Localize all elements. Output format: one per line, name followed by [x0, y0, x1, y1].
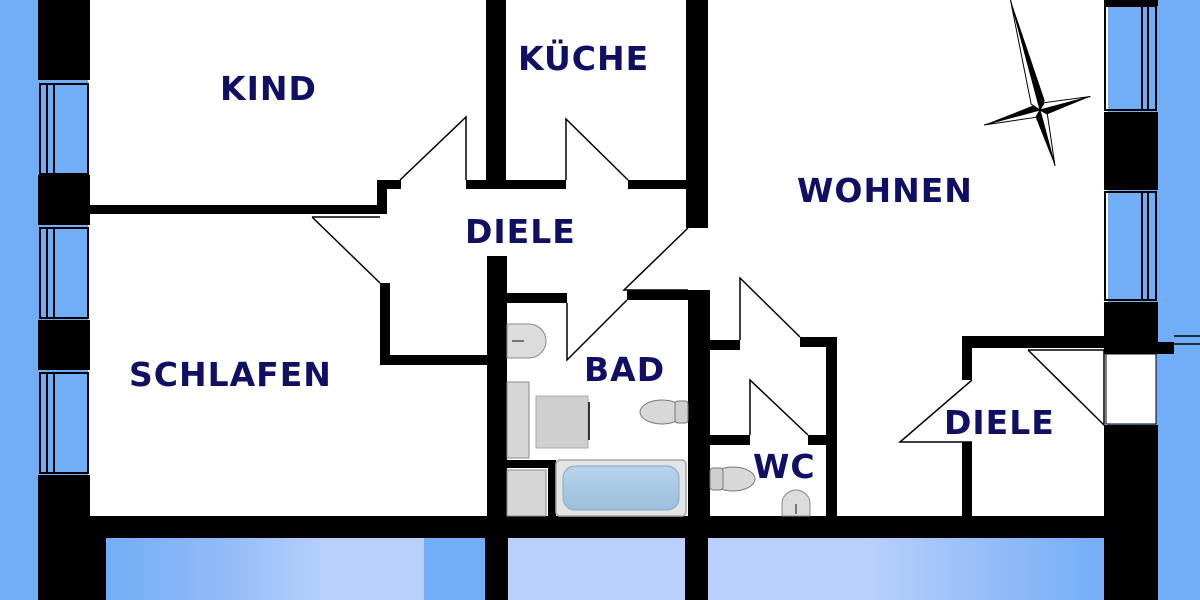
- bottom-wall: [88, 516, 1108, 538]
- bathtub-icon: [555, 459, 687, 517]
- window-right-1: [1104, 5, 1157, 111]
- bad-shelf: [506, 381, 530, 459]
- compass-rose-icon: [983, 0, 1091, 167]
- balcony-middle: [508, 538, 685, 600]
- window-left-2: [39, 227, 89, 319]
- interior-walls: [90, 0, 1106, 518]
- room-label-diele-right: DIELE: [944, 403, 1055, 442]
- wc-toilet-icon: [709, 466, 756, 492]
- washing-machine-icon: [535, 395, 590, 449]
- room-label-kueche: KÜCHE: [518, 39, 650, 78]
- room-label-diele-center: DIELE: [465, 212, 576, 251]
- door-swings: [311, 115, 1105, 443]
- window-left-1: [39, 83, 89, 175]
- bad-toilet-icon: [639, 399, 689, 425]
- bad-cabinet: [506, 469, 547, 517]
- bad-sink-icon: [506, 323, 547, 359]
- wc-sink-icon: [781, 489, 811, 517]
- room-label-kind: KIND: [220, 69, 317, 108]
- window-left-3: [39, 372, 89, 474]
- balcony-right: [708, 538, 1106, 600]
- balcony-left: [106, 538, 424, 600]
- window-right-2: [1104, 191, 1157, 301]
- entry-door-frame: [1105, 353, 1157, 425]
- floor-area: [88, 0, 1108, 518]
- room-label-schlafen: SCHLAFEN: [129, 355, 332, 394]
- room-label-bad: BAD: [584, 350, 666, 389]
- room-label-wc: WC: [753, 447, 816, 486]
- room-label-wohnen: WOHNEN: [797, 171, 973, 210]
- left-wall: [38, 0, 106, 600]
